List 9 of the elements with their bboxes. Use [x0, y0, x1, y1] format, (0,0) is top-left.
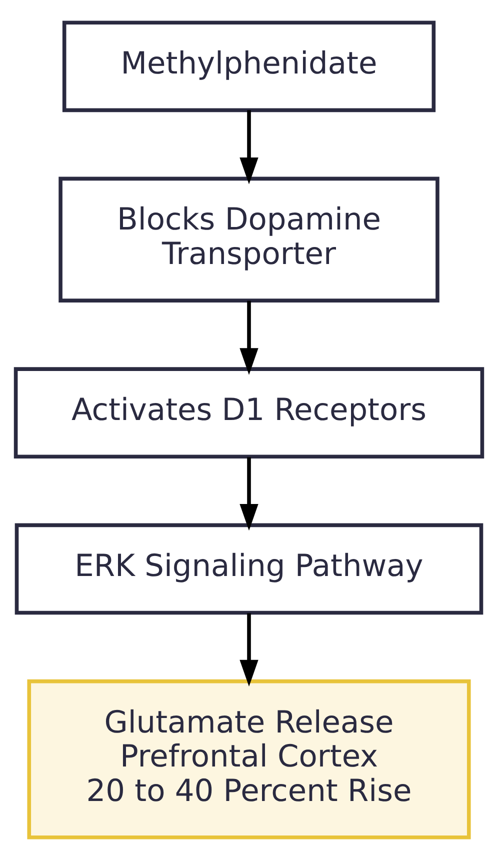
node-box: ERK Signaling Pathway	[14, 522, 484, 614]
node-box: Blocks Dopamine Transporter	[58, 176, 440, 302]
node-box: Activates D1 Receptors	[14, 366, 484, 458]
arrow	[240, 300, 258, 374]
node-box: Glutamate Release Prefrontal Cortex 20 to 40 Percent Rise	[27, 678, 471, 839]
arrow	[240, 110, 258, 184]
arrow	[240, 612, 258, 686]
arrow	[240, 456, 258, 530]
node-box: Methylphenidate	[62, 20, 436, 112]
